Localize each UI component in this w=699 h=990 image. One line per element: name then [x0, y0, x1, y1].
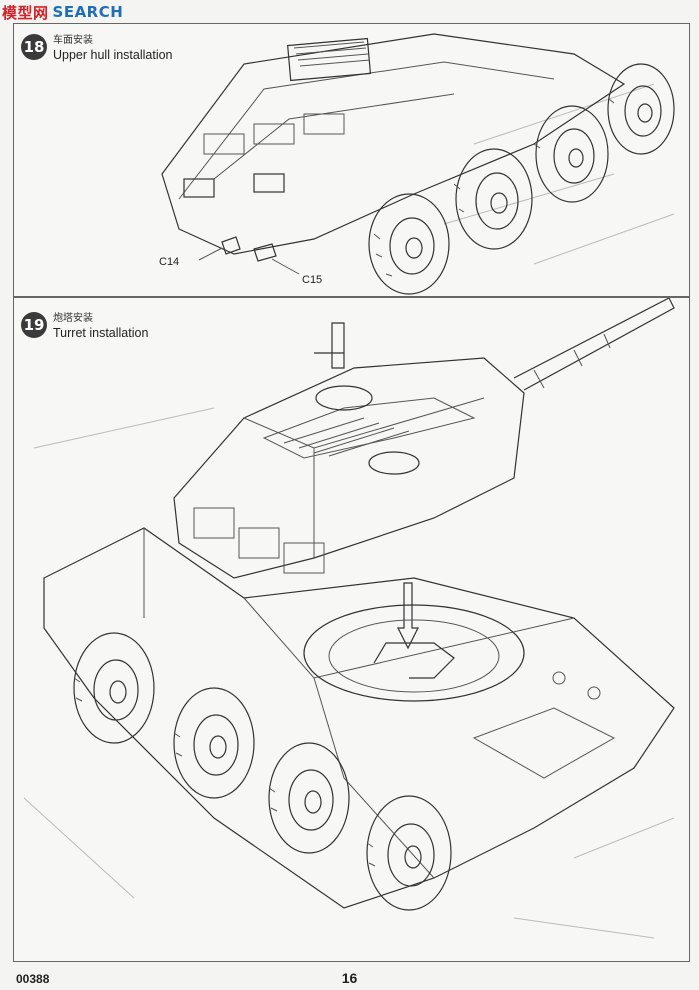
kit-number: 00388 [16, 972, 50, 986]
step-19-panel: 19 炮塔安装 Turret installation [13, 297, 690, 962]
step-18-panel: 18 车面安装 Upper hull installation [13, 23, 690, 297]
part-label-c15: C15 [302, 274, 323, 286]
step-19-header: 19 炮塔安装 Turret installation [21, 312, 148, 340]
step-18-title-en: Upper hull installation [53, 48, 173, 62]
step-19-title-en: Turret installation [53, 326, 149, 340]
watermark: 模型网 SEARCH [2, 2, 123, 22]
step-19-title-zh: 炮塔安装 [53, 313, 93, 324]
step-18-title-zh: 车面安装 [53, 35, 93, 46]
upper-hull-drawing [161, 33, 675, 295]
turret-installation-drawing [23, 298, 675, 939]
watermark-word: SEARCH [52, 3, 124, 21]
part-label-c14: C14 [159, 256, 180, 268]
watermark-logo: 模型网 [2, 3, 49, 22]
step-18-header: 18 车面安装 Upper hull installation [21, 34, 173, 62]
step-18-number: 18 [21, 34, 47, 60]
page-number: 16 [341, 970, 358, 986]
step-19-number: 19 [21, 312, 47, 338]
